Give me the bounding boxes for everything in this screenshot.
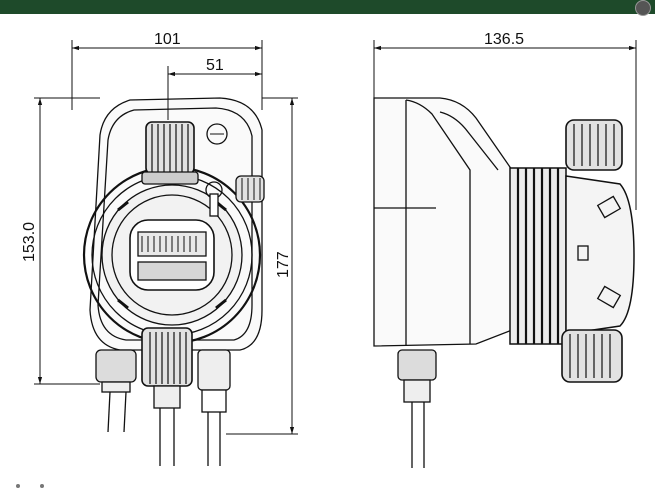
partial-footer-marks (16, 484, 44, 488)
dimension-label-153: 153.0 (21, 222, 38, 262)
dimension-label-51: 51 (206, 57, 224, 74)
front-view (82, 97, 265, 466)
close-icon[interactable] (635, 0, 651, 16)
dimension-label-101: 101 (154, 31, 181, 48)
side-view (373, 97, 635, 468)
front-dimensions (34, 40, 298, 435)
dimension-label-136-5: 136.5 (484, 31, 524, 48)
dimension-label-177: 177 (275, 251, 292, 278)
title-bar (0, 0, 655, 14)
side-dimensions (373, 40, 637, 210)
